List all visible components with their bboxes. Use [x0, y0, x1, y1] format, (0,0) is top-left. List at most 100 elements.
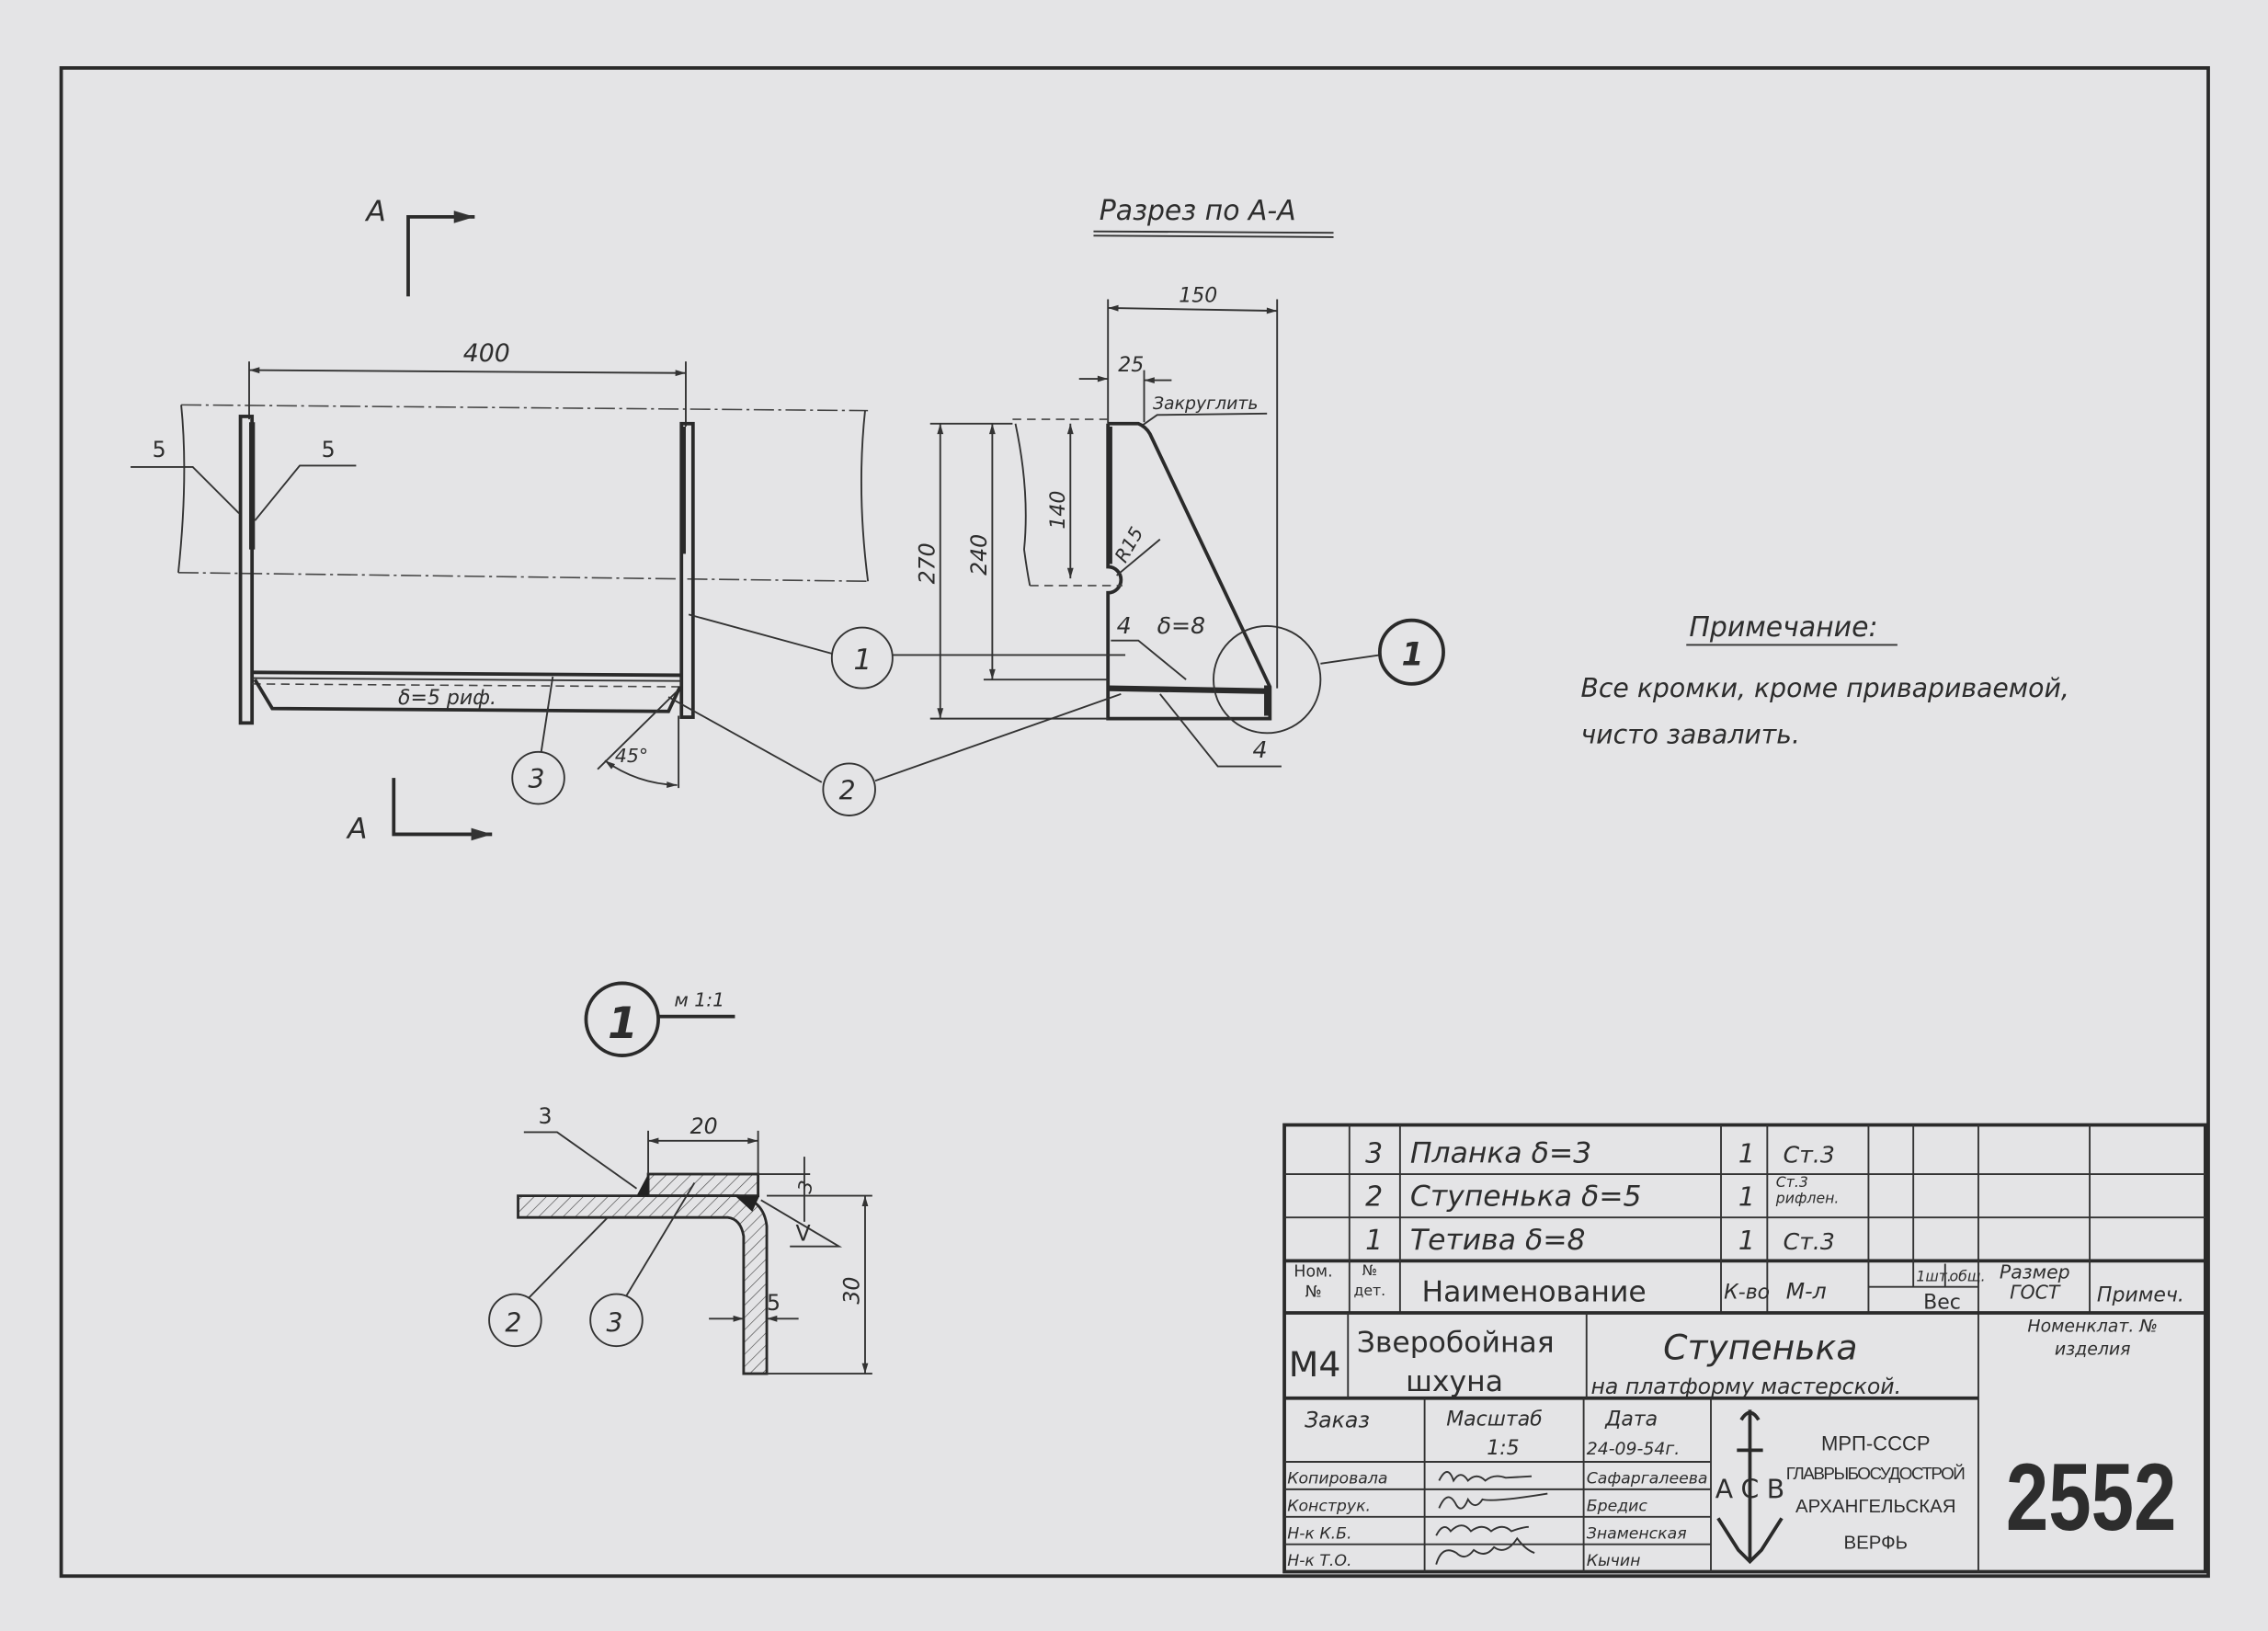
callout-3-detail-text: 3	[606, 1307, 622, 1338]
radius-leader	[1116, 538, 1161, 576]
handwritten-signatures	[1435, 1471, 1548, 1565]
sig-name-2: Бредис	[1587, 1497, 1648, 1515]
weld-3-leader	[523, 1131, 638, 1190]
section-line-top	[406, 211, 475, 297]
section-title: Разрез по А-А	[1100, 195, 1296, 227]
dim-150-line	[1108, 304, 1278, 314]
round-note-leader	[1142, 412, 1268, 427]
part-2-name: Ступенька δ=5	[1410, 1180, 1642, 1214]
detail-callout-text: 1	[1401, 636, 1423, 673]
step-top	[252, 670, 682, 678]
platform-break-left	[177, 405, 186, 573]
dim-140-text: 140	[1047, 491, 1070, 530]
header-name: Наименование	[1421, 1275, 1646, 1308]
stringer-right	[679, 421, 695, 719]
round-note: Закруглить	[1153, 393, 1259, 414]
sig-role-1: Копировала	[1287, 1470, 1387, 1488]
dim-20-text: 20	[690, 1113, 718, 1139]
header-det: № дет.	[1353, 1263, 1386, 1300]
drawing-code: М4	[1289, 1344, 1341, 1385]
header-size: Размер ГОСТ	[1999, 1263, 2070, 1305]
callout-1-leader	[688, 613, 833, 655]
callout-2-leader	[667, 696, 823, 783]
platform-break	[1014, 423, 1031, 587]
sig-name-1: Сафаргалеева	[1587, 1470, 1708, 1488]
weld-symbol: V	[795, 1220, 810, 1246]
org-line-4: ВЕРФЬ	[1843, 1532, 1908, 1553]
header-weight-total: общ.	[1950, 1267, 1986, 1284]
callout-2-detail	[488, 1293, 542, 1348]
sig-name-4: Кычин	[1587, 1552, 1641, 1570]
weld-corner	[735, 1195, 760, 1212]
nomenclature-box: Номенклат. № изделия	[2027, 1316, 2158, 1360]
angle-text: 45°	[615, 745, 648, 767]
weld-leader-right	[254, 464, 357, 521]
part-2-material: Ст.3 рифлен.	[1775, 1175, 1840, 1208]
platform-break-right	[860, 410, 870, 582]
header-nom: Ном. №	[1294, 1261, 1333, 1302]
part-3-material: Ст.3	[1784, 1141, 1835, 1168]
main-view: А А 400 δ=5 риф. 5 5 45°	[131, 196, 894, 846]
dim-400-text: 400	[463, 339, 510, 368]
part-1-material: Ст.3	[1784, 1228, 1835, 1255]
drawing-number: 2552	[2006, 1443, 2177, 1550]
sig-role-2: Конструк.	[1287, 1497, 1371, 1515]
part-2-qty: 1	[1738, 1182, 1755, 1213]
callout-3-text: 3	[529, 764, 545, 794]
org-line-3: АРХАНГЕЛЬСКАЯ	[1795, 1496, 1956, 1517]
note-heading: Примечание:	[1689, 611, 1877, 644]
part-3-qty: 1	[1738, 1138, 1755, 1169]
sig-name-3: Знаменская	[1587, 1524, 1687, 1543]
note-line-2: чисто завалить.	[1580, 719, 1800, 749]
section-line-bottom	[392, 778, 493, 841]
anchor-icon	[1716, 1409, 1784, 1565]
callout-2-detail-leader	[527, 1216, 609, 1299]
step-top-2	[252, 677, 682, 682]
header-weight-unit: 1шт.	[1916, 1267, 1952, 1284]
callout-2-detail-text: 2	[505, 1307, 521, 1338]
order-label: Заказ	[1305, 1407, 1370, 1432]
detail-view: 1 м 1:1 3 20 3 V 5 30 2 3	[488, 981, 872, 1375]
item-subtitle: на платформу мастерской.	[1590, 1374, 1901, 1399]
callout-3-detail-leader	[625, 1181, 696, 1296]
platform-outline-top	[181, 404, 869, 412]
date-label: Дата	[1604, 1409, 1658, 1431]
org-line-1: МРП-СССР	[1821, 1431, 1930, 1454]
stringer-profile	[1106, 421, 1272, 721]
weld-leader-left	[131, 466, 240, 514]
weld-bottom-label: 4	[1252, 736, 1267, 763]
dim-240-text: 240	[966, 534, 992, 576]
sig-role-4: Н-к Т.О.	[1287, 1552, 1351, 1570]
part-2-material-box: Ст.3 рифлен.	[1775, 1175, 1840, 1208]
callout-2-text: 2	[839, 776, 856, 806]
section-title-underline	[1093, 230, 1334, 234]
section-view: Разрез по А-А 150 25 Закруглить 270 240 …	[874, 195, 1445, 782]
drawing-frame	[59, 66, 2210, 1579]
dim-3-text: 3	[793, 1179, 818, 1196]
vessel-line-2: шхуна	[1406, 1365, 1503, 1398]
part-1-qty: 1	[1738, 1226, 1755, 1256]
callout-3-leader	[540, 676, 554, 752]
logo-letters: АСВ	[1715, 1474, 1784, 1504]
angle-arc	[604, 759, 678, 788]
part-2-num: 2	[1365, 1181, 1383, 1214]
dim-30-text: 30	[839, 1277, 865, 1305]
header-qty: К-во	[1724, 1281, 1770, 1304]
angle-line	[597, 690, 678, 770]
platform-outline-bottom	[177, 572, 869, 583]
title-block-frame	[1282, 1123, 2207, 1574]
detail-leader	[1320, 654, 1380, 665]
scale-label: Масштаб	[1446, 1409, 1543, 1431]
callout-3-detail	[589, 1293, 644, 1348]
header-size-box: Размер ГОСТ	[1999, 1263, 2070, 1305]
thickness-label: δ=8	[1157, 612, 1205, 639]
header-det-box: № дет.	[1353, 1263, 1386, 1300]
weld-label-left: 5	[153, 437, 166, 462]
sig-role-3: Н-к К.Б.	[1287, 1524, 1351, 1543]
item-title: Ступенька	[1663, 1327, 1857, 1367]
part-1-num: 1	[1365, 1225, 1383, 1257]
nomenclature-label: Номенклат. № изделия	[2027, 1316, 2158, 1360]
dim-5-text: 5	[767, 1290, 781, 1316]
